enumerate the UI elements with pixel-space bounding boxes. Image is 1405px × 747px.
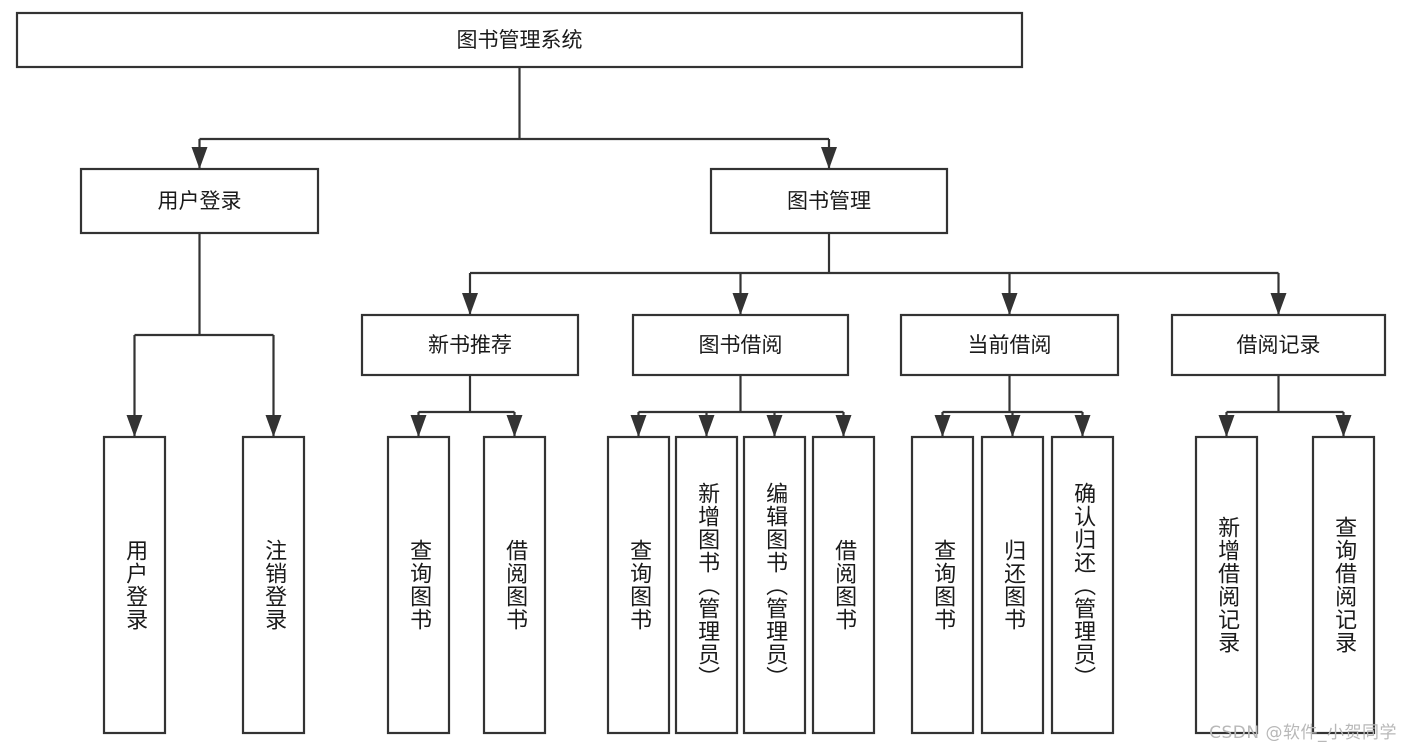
level3-box-新书推荐[interactable] (360, 313, 580, 377)
leaf-box-注销登录[interactable] (241, 435, 306, 735)
leaf-box-查询图书[interactable] (606, 435, 671, 735)
leaf-box-确认归还管理员[interactable] (1050, 435, 1115, 735)
level3-label: 当前借阅 (968, 333, 1052, 357)
leaf-label-新增借阅记录: 新增借阅记录 (1214, 516, 1240, 654)
leaf-label-编辑图书管理员: 编辑图书（管理员） (762, 481, 788, 689)
leaf-label-查询图书: 查询图书 (930, 539, 956, 631)
leaf-box-查询图书[interactable] (910, 435, 975, 735)
arrow-head-icon (732, 293, 749, 315)
arrow-head-icon (630, 415, 647, 437)
arrow-head-icon (1074, 415, 1091, 437)
arrow-head-icon (265, 415, 282, 437)
arrow-head-icon (191, 147, 208, 169)
arrow-head-icon (1270, 293, 1287, 315)
arrow-head-icon (506, 415, 523, 437)
level3-box-当前借阅[interactable] (899, 313, 1120, 377)
leaf-box-编辑图书管理员[interactable] (742, 435, 807, 735)
level3-label: 图书借阅 (699, 333, 783, 357)
arrow-head-icon (1001, 293, 1018, 315)
level2-label: 图书管理 (787, 189, 871, 213)
leaf-label-查询借阅记录: 查询借阅记录 (1331, 516, 1357, 654)
leaf-box-归还图书[interactable] (980, 435, 1045, 735)
leaf-label-借阅图书: 借阅图书 (831, 539, 857, 631)
arrow-head-icon (1004, 415, 1021, 437)
arrow-head-icon (1218, 415, 1235, 437)
leaf-label-借阅图书: 借阅图书 (502, 539, 528, 631)
leaf-box-查询借阅记录[interactable] (1311, 435, 1376, 735)
leaf-box-借阅图书[interactable] (811, 435, 876, 735)
root-box-图书管理系统[interactable] (15, 11, 1024, 69)
leaf-box-用户登录[interactable] (102, 435, 167, 735)
root-label: 图书管理系统 (457, 28, 583, 52)
arrow-head-icon (934, 415, 951, 437)
connector-layer (126, 67, 1352, 437)
leaf-box-新增图书管理员[interactable] (674, 435, 739, 735)
arrow-head-icon (1335, 415, 1352, 437)
leaf-label-用户登录: 用户登录 (122, 539, 148, 631)
level3-label: 借阅记录 (1237, 333, 1321, 357)
leaf-box-查询图书[interactable] (386, 435, 451, 735)
arrow-head-icon (698, 415, 715, 437)
leaf-box-新增借阅记录[interactable] (1194, 435, 1259, 735)
level3-box-借阅记录[interactable] (1170, 313, 1387, 377)
arrow-head-icon (835, 415, 852, 437)
leaf-label-新增图书管理员: 新增图书（管理员） (694, 481, 720, 689)
leaf-box-借阅图书[interactable] (482, 435, 547, 735)
watermark-text: CSDN @软件_小贺同学 (1209, 723, 1397, 743)
level2-box-图书管理[interactable] (709, 167, 949, 235)
leaf-label-注销登录: 注销登录 (261, 539, 287, 631)
leaf-label-确认归还管理员: 确认归还（管理员） (1070, 481, 1096, 689)
leaf-label-查询图书: 查询图书 (626, 539, 652, 631)
box-layer (15, 11, 1387, 735)
arrow-head-icon (462, 293, 478, 315)
leaf-label-归还图书: 归还图书 (1000, 539, 1026, 631)
level3-label: 新书推荐 (428, 333, 512, 357)
arrow-head-icon (126, 415, 143, 437)
level2-box-用户登录[interactable] (79, 167, 320, 235)
leaf-label-查询图书: 查询图书 (406, 539, 432, 631)
level3-box-图书借阅[interactable] (631, 313, 850, 377)
arrow-head-icon (410, 415, 427, 437)
level2-label: 用户登录 (158, 189, 242, 213)
arrow-head-icon (821, 147, 837, 169)
arrow-head-icon (766, 415, 783, 437)
